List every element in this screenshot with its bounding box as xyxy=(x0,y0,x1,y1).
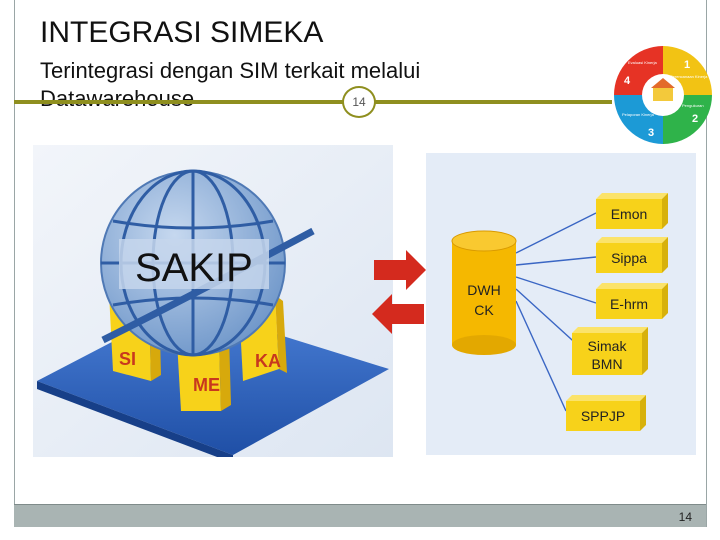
logo-num-3: 3 xyxy=(648,127,654,139)
pillar-label-me: ME xyxy=(193,375,220,395)
logo-num-4: 4 xyxy=(624,75,631,87)
sakip-illustration: SI KA ME SAKIP xyxy=(33,145,393,457)
slide-frame-right xyxy=(706,0,707,527)
system-box-sippa: Sippa xyxy=(596,237,668,273)
dwh-cylinder: DWH CK xyxy=(451,230,517,355)
connector-lines xyxy=(515,212,597,412)
system-label-sippa: Sippa xyxy=(611,250,647,266)
footer-slide-number: 14 xyxy=(678,510,692,524)
sync-arrows xyxy=(372,250,426,334)
system-label-emon: Emon xyxy=(611,206,648,222)
arrow-left xyxy=(372,294,424,334)
dwh-label-line2: CK xyxy=(474,302,494,318)
dwh-label-line1: DWH xyxy=(467,282,500,298)
logo-label-2: Pengukuran xyxy=(682,103,704,108)
system-box-sppjp: SPPJP xyxy=(566,395,646,431)
logo-label-3: Pelaporan Kinerja xyxy=(622,112,655,117)
sakip-cycle-logo: 1 2 3 4 Perencanaan Kinerja Pengukuran P… xyxy=(614,46,712,144)
dwh-diagram: DWH CK Emon Sippa E-hrm Simak BMN SPPJP xyxy=(426,153,696,455)
system-label-sppjp: SPPJP xyxy=(581,408,625,424)
system-box-simak-bmn: Simak BMN xyxy=(572,327,648,375)
slide-number-badge: 14 xyxy=(342,86,376,118)
slide-title: INTEGRASI SIMEKA xyxy=(40,16,324,49)
logo-num-2: 2 xyxy=(692,113,698,125)
pillar-label-ka: KA xyxy=(255,351,281,371)
logo-label-1: Perencanaan Kinerja xyxy=(670,74,708,79)
logo-center-icon xyxy=(653,87,673,101)
system-label-bmn: BMN xyxy=(591,356,622,372)
slide-frame-left xyxy=(14,0,15,527)
slide-subtitle: Terintegrasi dengan SIM terkait melalui … xyxy=(40,57,420,113)
pillar-label-si: SI xyxy=(119,349,136,369)
subtitle-line-1: Terintegrasi dengan SIM terkait melalui xyxy=(40,58,421,83)
subtitle-line-2: Datawarehouse xyxy=(40,86,195,111)
system-label-ehrm: E-hrm xyxy=(610,296,648,312)
arrow-right xyxy=(374,250,426,290)
logo-num-1: 1 xyxy=(684,59,690,71)
logo-label-4: Evaluasi Kinerja xyxy=(628,60,657,65)
system-box-emon: Emon xyxy=(596,193,668,229)
title-rule xyxy=(14,100,612,104)
pillar-me: ME xyxy=(177,335,231,411)
system-label-simak: Simak xyxy=(588,338,628,354)
system-box-ehrm: E-hrm xyxy=(596,283,668,319)
globe: SAKIP xyxy=(100,169,315,357)
slide-footer: 14 xyxy=(14,504,706,527)
globe-label: SAKIP xyxy=(135,246,253,290)
